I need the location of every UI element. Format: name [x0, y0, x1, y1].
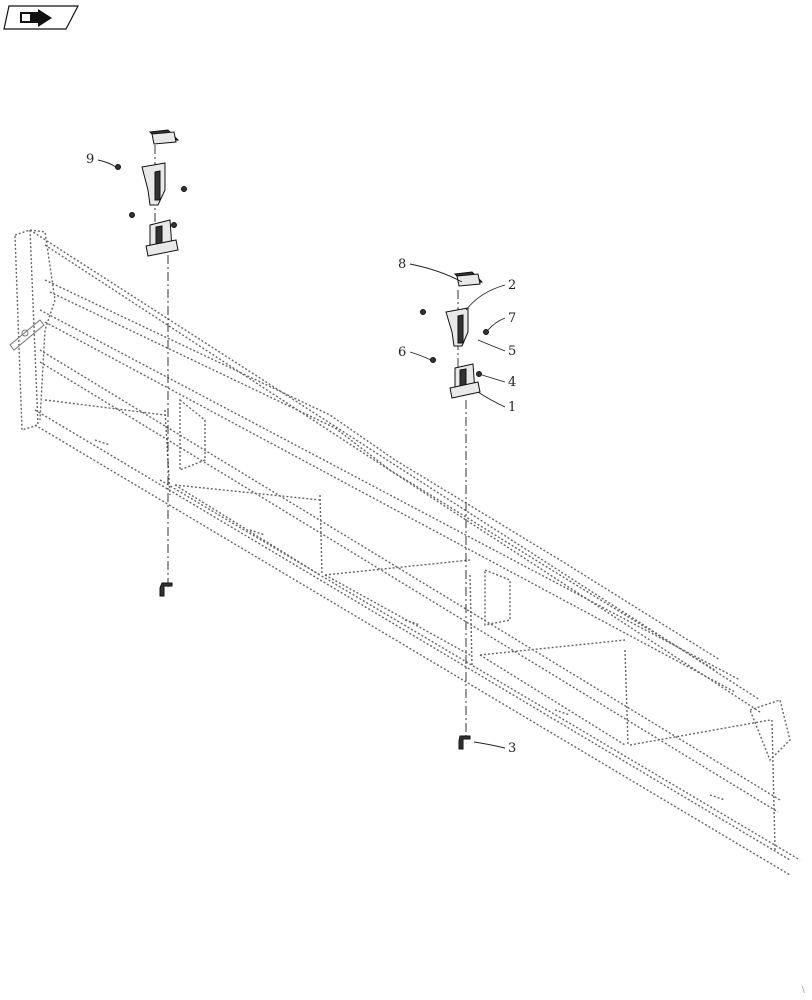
- callout-7: 7: [508, 311, 516, 326]
- boom-frame: [9, 229, 801, 876]
- leader-lines: [97, 159, 506, 749]
- callout-4: 4: [508, 375, 516, 390]
- corner-mark: \: [802, 985, 805, 994]
- left-bracket-assembly: [115, 129, 187, 597]
- callout-1: 1: [508, 400, 516, 415]
- right-bracket-assembly: [420, 271, 489, 750]
- back-arrow-icon[interactable]: [3, 5, 79, 30]
- callout-9: 9: [86, 152, 94, 167]
- centerlines: [154, 145, 467, 740]
- callout-6: 6: [398, 345, 406, 360]
- callout-3: 3: [508, 741, 516, 756]
- callout-labels: 9 8 2 7 6 5 4 1 3: [86, 152, 516, 756]
- callout-5: 5: [508, 344, 516, 359]
- callout-8: 8: [398, 257, 406, 272]
- callout-2: 2: [508, 278, 516, 293]
